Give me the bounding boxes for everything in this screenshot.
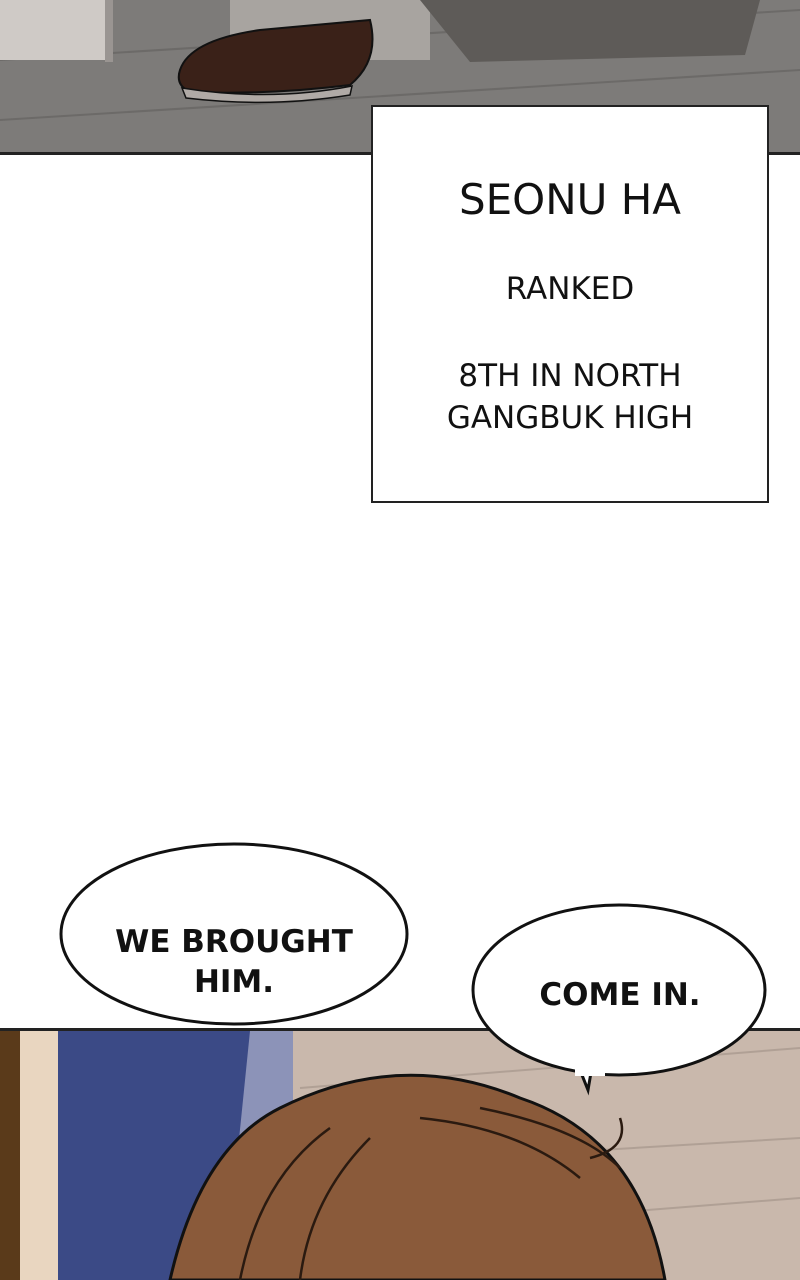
- bubble-we-brought-him: [59, 842, 409, 1026]
- box-left: [0, 0, 105, 60]
- rock: [420, 0, 760, 62]
- caption-box: SEONU HA RANKED 8TH IN NORTH GANGBUK HIG…: [371, 105, 769, 503]
- rank-label: RANKED: [505, 271, 635, 307]
- bubble-come-in: [471, 903, 767, 1077]
- character-name: SEONU HA: [458, 175, 682, 224]
- hair: [168, 1073, 667, 1280]
- rank-position: 8TH IN NORTH GANGBUK HIGH: [446, 358, 694, 436]
- bubble-text-come-in: COME IN.: [539, 977, 701, 1013]
- bubble-text-we-brought-him: WE BROUGHT HIM.: [115, 924, 353, 1000]
- bottom-panel-scene: [0, 1028, 800, 1280]
- speech-bubbles: [59, 842, 767, 1096]
